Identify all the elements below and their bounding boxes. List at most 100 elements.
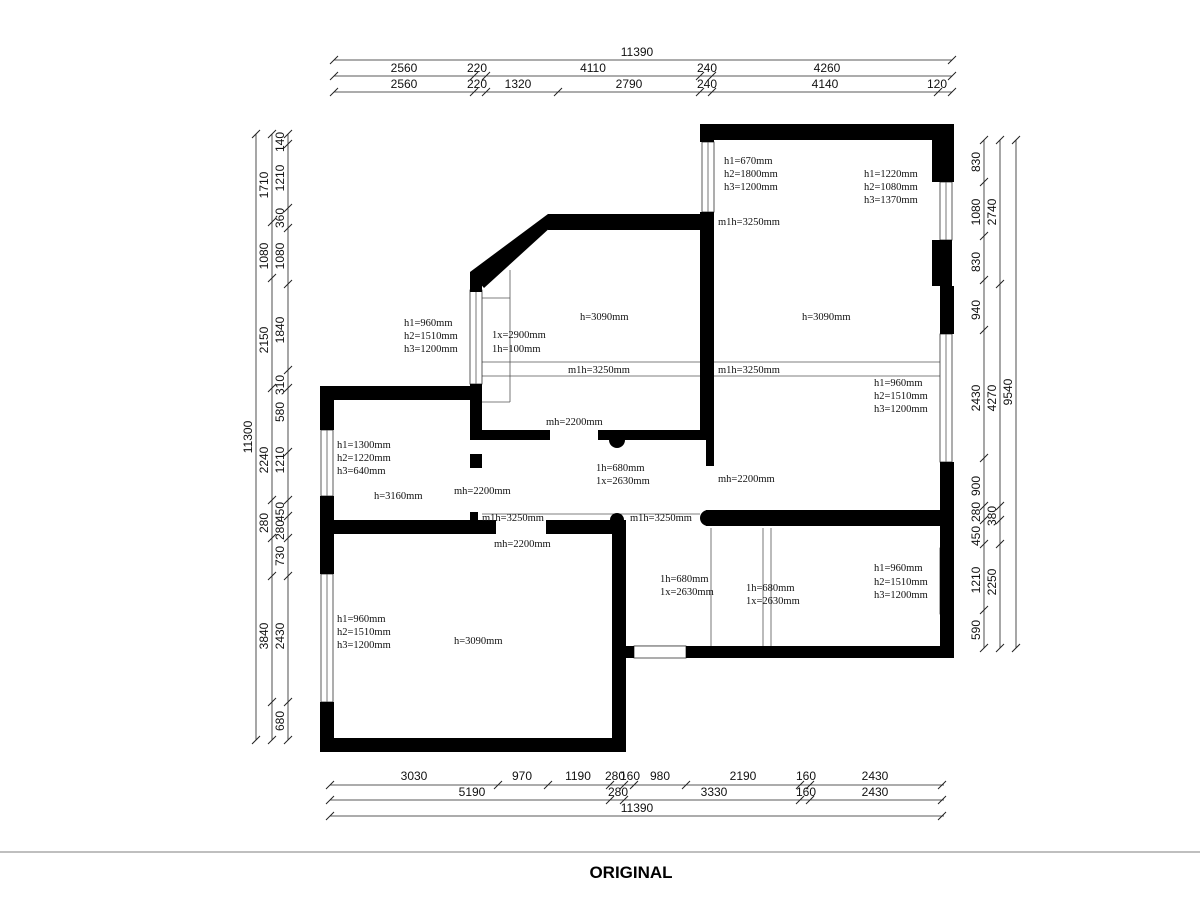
dim-right-1210: 1210 (969, 566, 983, 593)
dim-top-b1: 2560 (391, 77, 418, 91)
dim-bottom-a2: 970 (512, 769, 532, 783)
annotations: h1=670mm h2=1800mm h3=1200mm h1=1220mm h… (337, 156, 928, 651)
dim-bottom-a7: 2190 (730, 769, 757, 783)
dim-right-1080: 1080 (969, 198, 983, 225)
dim-bottom-a6: 980 (650, 769, 670, 783)
dim-top-b5: 240 (697, 77, 717, 91)
dim-left-730: 730 (273, 546, 287, 566)
dim-right-940: 940 (969, 300, 983, 320)
note-n2-2: h2=1080mm (864, 182, 918, 193)
dim-bottom-a5: 160 (620, 769, 640, 783)
dim-top-a2: 220 (467, 61, 487, 75)
note-n2-3: h3=1370mm (864, 195, 918, 206)
dim-top-b2: 220 (467, 77, 487, 91)
dim-bottom-a9: 2430 (862, 769, 889, 783)
note-n12-3: h3=640mm (337, 466, 386, 477)
note-n17: m1h=3250mm (482, 513, 544, 524)
dim-right-830b: 830 (969, 252, 983, 272)
dim-top-a5: 4260 (814, 61, 841, 75)
window-bottom (633, 645, 687, 659)
note-n23-3: h3=1200mm (337, 640, 391, 651)
note-n2-1: h1=1220mm (864, 169, 918, 180)
note-n3: m1h=3250mm (718, 217, 780, 228)
note-n9: m1h=3250mm (718, 365, 780, 376)
dim-left-3840: 3840 (257, 622, 271, 649)
note-n10-2: h2=1510mm (874, 391, 928, 402)
note-n22-1: h1=960mm (874, 563, 923, 574)
note-n13: h=3160mm (374, 491, 423, 502)
note-n4: h=3090mm (580, 312, 629, 323)
dim-left-total: 11300 (241, 420, 255, 453)
dim-left-1710: 1710 (257, 171, 271, 198)
dim-bottom-a3: 1190 (565, 769, 591, 783)
note-n5: h=3090mm (802, 312, 851, 323)
left-dimensions: 1710 140 1210 360 1080 1080 2150 1840 58… (241, 129, 293, 745)
note-n1-3: h3=1200mm (724, 182, 778, 193)
dim-top-a1: 2560 (391, 61, 418, 75)
dim-left-1080a: 1080 (257, 242, 271, 269)
note-n22-3: h3=1200mm (874, 590, 928, 601)
dim-top-total: 11390 (621, 45, 654, 59)
dim-left-310: 310 (273, 375, 287, 395)
dim-right-9540: 9540 (1001, 378, 1015, 405)
bottom-dimensions: 3030 970 1190 280 160 980 2190 160 2430 … (325, 769, 947, 821)
note-n6-2: h2=1510mm (404, 331, 458, 342)
note-n23-1: h1=960mm (337, 614, 386, 625)
dim-right-380: 380 (985, 506, 999, 526)
dim-right-830a: 830 (969, 152, 983, 172)
note-n15-2: 1x=2630mm (596, 476, 650, 487)
note-n20-1: 1h=680mm (660, 574, 709, 585)
dim-bottom-b4: 160 (796, 785, 816, 799)
note-n20-2: 1x=2630mm (660, 587, 714, 598)
dim-bottom-a4: 280 (605, 769, 625, 783)
dim-left-2430: 2430 (273, 622, 287, 649)
note-n24: h=3090mm (454, 636, 503, 647)
dim-left-280b: 280 (273, 520, 287, 540)
dim-left-140: 140 (273, 132, 287, 152)
note-n12-1: h1=1300mm (337, 440, 391, 451)
note-n22-2: h2=1510mm (874, 577, 928, 588)
note-n6-3: h3=1200mm (404, 344, 458, 355)
dim-left-450: 450 (273, 502, 287, 522)
note-n7-1: 1x=2900mm (492, 330, 546, 341)
note-n23-2: h2=1510mm (337, 627, 391, 638)
dim-right-590: 590 (969, 620, 983, 640)
note-n1-2: h2=1800mm (724, 169, 778, 180)
dim-bottom-b1: 5190 (459, 785, 486, 799)
dim-left-280: 280 (257, 513, 271, 533)
dim-bottom-b3: 3330 (701, 785, 728, 799)
note-n15-1: 1h=680mm (596, 463, 645, 474)
note-n10-1: h1=960mm (874, 378, 923, 389)
note-n18: m1h=3250mm (630, 513, 692, 524)
dim-left-360: 360 (273, 208, 287, 228)
note-n14: mh=2200mm (454, 486, 511, 497)
dim-right-900: 900 (969, 476, 983, 496)
note-n21-2: 1x=2630mm (746, 596, 800, 607)
note-n21-1: 1h=680mm (746, 583, 795, 594)
dim-top-b4: 2790 (616, 77, 643, 91)
dim-left-1210: 1210 (273, 164, 287, 191)
dim-left-2150: 2150 (257, 326, 271, 353)
dim-top-b3: 1320 (505, 77, 532, 91)
dim-right-4270: 4270 (985, 384, 999, 411)
note-n11: mh=2200mm (546, 417, 603, 428)
note-n6-1: h1=960mm (404, 318, 453, 329)
dim-left-580: 580 (273, 402, 287, 422)
note-n1-1: h1=670mm (724, 156, 773, 167)
dim-top-a4: 240 (697, 61, 717, 75)
dim-left-2240: 2240 (257, 446, 271, 473)
note-n10-3: h3=1200mm (874, 404, 928, 415)
dim-right-280: 280 (969, 502, 983, 522)
dim-top-a3: 4110 (580, 61, 606, 75)
dim-bottom-b2: 280 (608, 785, 628, 799)
top-dimensions: 11390 2560 220 4110 240 4260 2560 220 13… (329, 45, 957, 97)
dim-bottom-a8: 160 (796, 769, 816, 783)
dim-bottom-total: 11390 (621, 801, 654, 815)
dim-top-b7: 120 (927, 77, 947, 91)
dim-bottom-a1: 3030 (401, 769, 428, 783)
note-n12-2: h2=1220mm (337, 453, 391, 464)
caption: ORIGINAL (589, 863, 672, 882)
dim-left-1840: 1840 (273, 316, 287, 343)
note-n8: m1h=3250mm (568, 365, 630, 376)
